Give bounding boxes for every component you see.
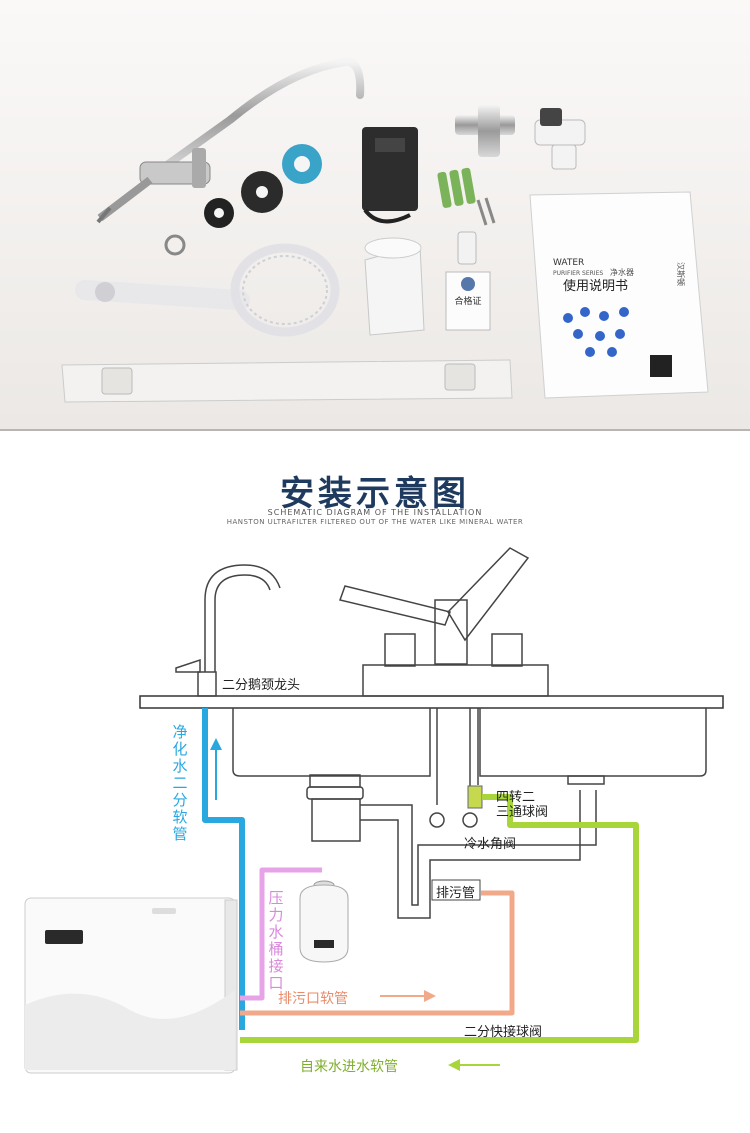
label-angle-valve: 冷水角阀 bbox=[464, 837, 517, 852]
gooseneck-faucet bbox=[96, 57, 365, 224]
certificate-card: 合格证 bbox=[445, 271, 491, 331]
filter-wrench bbox=[75, 243, 340, 337]
drain-hose bbox=[240, 890, 515, 1016]
inlet-hose bbox=[240, 794, 639, 1043]
installation-diagram bbox=[24, 547, 724, 1074]
sink-basin-right bbox=[479, 708, 707, 777]
pressure-tank bbox=[299, 880, 349, 963]
photo-divider bbox=[0, 429, 750, 431]
manual-brand: WATER bbox=[553, 258, 584, 268]
manual-series: PURIFIER SERIES bbox=[553, 270, 603, 277]
screws-and-anchors bbox=[437, 167, 496, 226]
purifier-unit bbox=[24, 897, 238, 1074]
certificate-text: 合格证 bbox=[454, 295, 481, 307]
pressure-tank-pipe bbox=[240, 867, 322, 1001]
label-inlet-hose: 自来水进水软管 bbox=[300, 1059, 398, 1075]
label-faucet: 二分鹅颈龙头 bbox=[222, 678, 301, 693]
label-quick-valve: 二分快接球阀 bbox=[464, 1025, 543, 1040]
label-ball-valve-1: 四转二 bbox=[496, 790, 536, 805]
power-adapter bbox=[362, 127, 418, 224]
product-accessories-photo: 合格证 WATER PURIFIER SERIES 净水器 使用说明书 汉斯顿 bbox=[0, 0, 750, 430]
cold-angle-valve bbox=[429, 708, 479, 828]
kitchen-faucet bbox=[339, 547, 549, 697]
sink-basin bbox=[232, 708, 431, 777]
label-ball-valve-2: 三通球阀 bbox=[496, 805, 549, 820]
tee-valve bbox=[455, 105, 515, 157]
drain-clamp bbox=[431, 879, 481, 901]
subtitle-english: SCHEMATIC DIAGRAM OF THE INSTALLATION bbox=[267, 508, 483, 517]
label-drain-hose: 排污口软管 bbox=[278, 991, 348, 1007]
label-pressure-tank: 压力水桶接口 bbox=[268, 889, 284, 992]
instruction-manual: WATER PURIFIER SERIES 净水器 使用说明书 汉斯顿 bbox=[529, 191, 709, 399]
subtitle-tagline: HANSTON ULTRAFILTER FILTERED OUT OF THE … bbox=[226, 518, 524, 526]
gooseneck-faucet-diagram bbox=[175, 564, 281, 697]
label-drain-pipe: 排污管 bbox=[436, 886, 476, 901]
manual-product: 净水器 bbox=[610, 267, 634, 277]
manual-name: 使用说明书 bbox=[563, 278, 628, 294]
quick-fitting bbox=[457, 231, 477, 265]
bracket bbox=[364, 237, 425, 336]
tee-ball-valve bbox=[467, 785, 483, 809]
mounting-plate bbox=[61, 359, 513, 403]
blue-clips bbox=[563, 307, 629, 357]
countertop bbox=[139, 695, 724, 709]
manual-side: 汉斯顿 bbox=[676, 262, 686, 286]
label-pure-water-pipe: 净化水二分软管 bbox=[172, 723, 188, 843]
pure-water-pipe bbox=[202, 708, 245, 1030]
ball-valve bbox=[534, 108, 586, 170]
drain-trap bbox=[306, 774, 605, 919]
washers bbox=[164, 144, 322, 256]
page-title: 安装示意图 bbox=[280, 474, 470, 514]
